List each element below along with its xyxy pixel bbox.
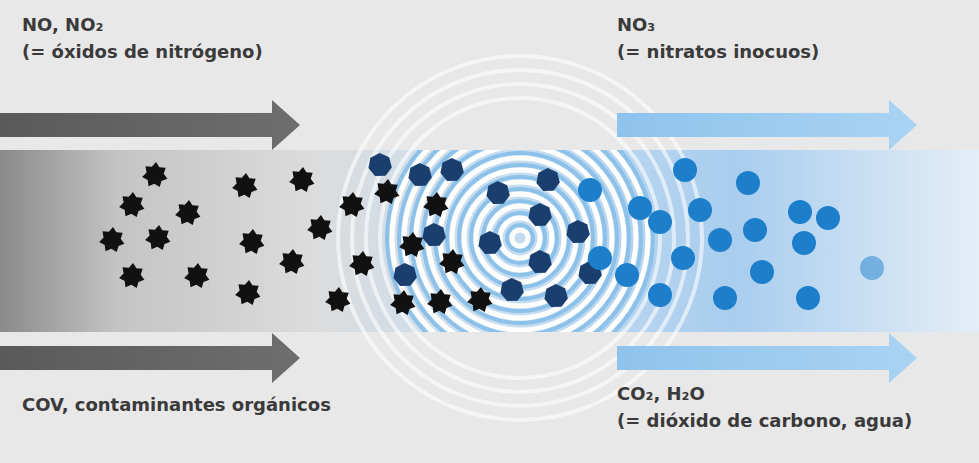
output-arrow xyxy=(617,100,917,150)
clean-particle xyxy=(648,283,672,307)
ring xyxy=(440,158,600,318)
reacting-particle xyxy=(500,278,523,301)
clean-particle xyxy=(788,200,812,224)
pollutant-particle xyxy=(289,167,314,192)
clean-particle xyxy=(671,246,695,270)
pollutant-particle xyxy=(175,200,200,225)
pollutant-particle xyxy=(119,192,144,217)
reacting-particle xyxy=(544,284,567,307)
caption-label: COV, contaminantes orgánicos xyxy=(22,394,331,416)
reacting-particle xyxy=(536,168,559,191)
pollutant-particle xyxy=(232,173,257,198)
caption-label: (= óxidos de nitrógeno) xyxy=(22,41,263,63)
ring xyxy=(452,170,588,306)
ring xyxy=(428,150,612,330)
input-arrow xyxy=(0,333,300,383)
output-arrow xyxy=(617,333,917,383)
reacting-particle xyxy=(440,158,463,181)
pollutant-particle xyxy=(99,227,124,252)
clean-particle xyxy=(615,263,639,287)
clean-particle xyxy=(860,256,884,280)
clean-particle xyxy=(673,158,697,182)
pollutant-particle xyxy=(142,162,167,187)
pollutant-particle xyxy=(439,249,464,274)
ring xyxy=(416,150,624,332)
reacting-particle xyxy=(408,163,431,186)
caption-label: NO, NO₂ xyxy=(22,14,103,36)
caption-label: NO₃ xyxy=(617,14,655,36)
pollutant-particle xyxy=(119,263,144,288)
pollutant-particle xyxy=(399,232,424,257)
clean-particle xyxy=(736,171,760,195)
clean-particle xyxy=(816,206,840,230)
clean-particle xyxy=(578,178,602,202)
pollutant-particle xyxy=(390,290,415,315)
pollutant-particle xyxy=(467,287,492,312)
pollutant-particle xyxy=(349,251,374,276)
clean-particle xyxy=(792,231,816,255)
clean-particle xyxy=(713,286,737,310)
pollutant-particle xyxy=(279,249,304,274)
clean-particle xyxy=(743,218,767,242)
reacting-particle xyxy=(486,181,509,204)
gas-stream xyxy=(0,150,979,332)
pollutant-particle xyxy=(427,289,452,314)
caption-label: CO₂, H₂O xyxy=(617,383,705,405)
clean-particle xyxy=(688,198,712,222)
caption-label: (= dióxido de carbono, agua) xyxy=(617,410,912,432)
pollutant-particle xyxy=(325,287,350,312)
ring xyxy=(471,189,569,287)
pollutant-particle xyxy=(307,215,332,240)
reacting-particle xyxy=(528,203,551,226)
ring xyxy=(404,150,636,332)
reacting-particle xyxy=(393,263,416,286)
ring xyxy=(423,150,617,332)
clean-particle xyxy=(796,286,820,310)
ring xyxy=(447,165,593,311)
ring xyxy=(411,150,629,332)
input-arrow xyxy=(0,100,300,150)
pollutant-particle xyxy=(339,192,364,217)
clean-particle xyxy=(588,246,612,270)
ring xyxy=(459,177,581,299)
ring xyxy=(399,150,641,332)
clean-particle xyxy=(750,260,774,284)
pollutant-particle xyxy=(184,263,209,288)
inner-rings xyxy=(387,150,653,332)
ring xyxy=(507,225,533,251)
pollutant-particle xyxy=(374,179,399,204)
ring xyxy=(476,194,564,282)
reacting-particle xyxy=(422,223,445,246)
clean-particle xyxy=(648,210,672,234)
particles xyxy=(99,153,884,315)
ring xyxy=(380,98,660,378)
reacting-particle xyxy=(478,231,501,254)
pollutant-particle xyxy=(239,229,264,254)
reacting-particle xyxy=(528,250,551,273)
clean-particle xyxy=(628,196,652,220)
pollutant-particle xyxy=(145,225,170,250)
ring xyxy=(464,182,576,294)
pollutant-particle xyxy=(235,280,260,305)
reacting-particle xyxy=(566,220,589,243)
pollutant-particle xyxy=(423,192,448,217)
ring xyxy=(435,153,605,323)
ring xyxy=(387,150,653,332)
ring xyxy=(392,150,648,332)
caption-label: (= nitratos inocuos) xyxy=(617,41,819,63)
clean-particle xyxy=(708,228,732,252)
ring xyxy=(512,230,528,246)
reacting-particle xyxy=(368,153,391,176)
